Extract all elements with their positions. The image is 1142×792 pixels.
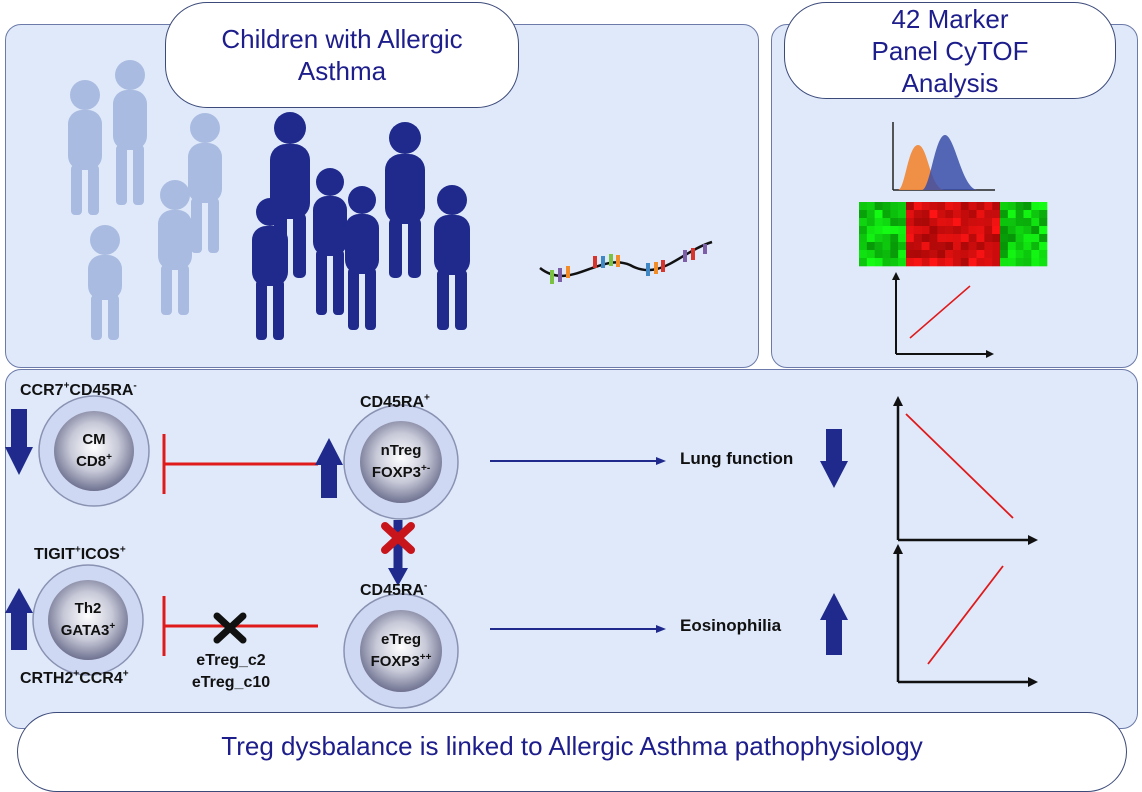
children-silhouettes: [252, 112, 470, 340]
cm-marker-label: CCR7+CD45RA-: [20, 380, 137, 399]
conclusion-banner: Treg dysbalance is linked to Allergic As…: [17, 712, 1127, 792]
cell-ntreg: [343, 404, 459, 520]
down-arrow-icon-cm: [5, 409, 33, 475]
correlation-plot-icon: [892, 272, 994, 358]
positive-correlation-plot: [893, 544, 1038, 687]
eosinophilia-label: Eosinophilia: [680, 616, 782, 635]
inhibition-ntreg-to-cm: [162, 434, 318, 494]
lung-function-label: Lung function: [680, 449, 794, 468]
ntreg-cell-label: nTreg FOXP3+-: [371, 442, 431, 481]
th2-bottom-marker-label: CRTH2+CCR4+: [20, 668, 129, 687]
cluster-labels: eTreg_c2 eTreg_c10: [191, 652, 271, 691]
th2-cell-label: Th2 GATA3+: [60, 600, 116, 639]
faded-children-silhouettes: [68, 60, 222, 340]
arrow-to-lung-function: [490, 457, 666, 465]
blocked-x-icon: [213, 612, 247, 644]
up-arrow-icon-ntreg: [315, 438, 343, 498]
etreg-marker-label: CD45RA-: [360, 580, 428, 599]
cm-cell-label: CM CD8+: [76, 431, 112, 470]
dna-strand-icon: [539, 240, 713, 284]
etreg-cell-label: eTreg FOXP3++: [370, 631, 432, 670]
up-arrow-icon-eos: [820, 593, 848, 655]
blocked-red-x-icon: [381, 522, 415, 554]
histogram-icon: [892, 122, 995, 191]
cell-th2: [32, 564, 144, 676]
ntreg-marker-label: CD45RA+: [360, 392, 430, 411]
cytof-title: 42 Marker Panel CyTOF Analysis: [784, 2, 1116, 99]
diagram-graphics: [5, 60, 1048, 709]
th2-top-marker-label: TIGIT+ICOS+: [34, 544, 126, 563]
cell-etreg: [343, 593, 459, 709]
down-arrow-icon-lung: [820, 429, 848, 488]
up-arrow-icon-th2: [5, 588, 33, 650]
negative-correlation-plot: [893, 396, 1038, 545]
inhibition-etreg-to-th2: [162, 596, 318, 656]
ntreg-to-etreg-arrow: [388, 520, 408, 586]
cell-cm-cd8: [38, 395, 150, 507]
cohort-title: Children with Allergic Asthma: [165, 2, 519, 108]
heatmap-icon: [859, 202, 1048, 267]
arrow-to-eosinophilia: [490, 625, 666, 633]
